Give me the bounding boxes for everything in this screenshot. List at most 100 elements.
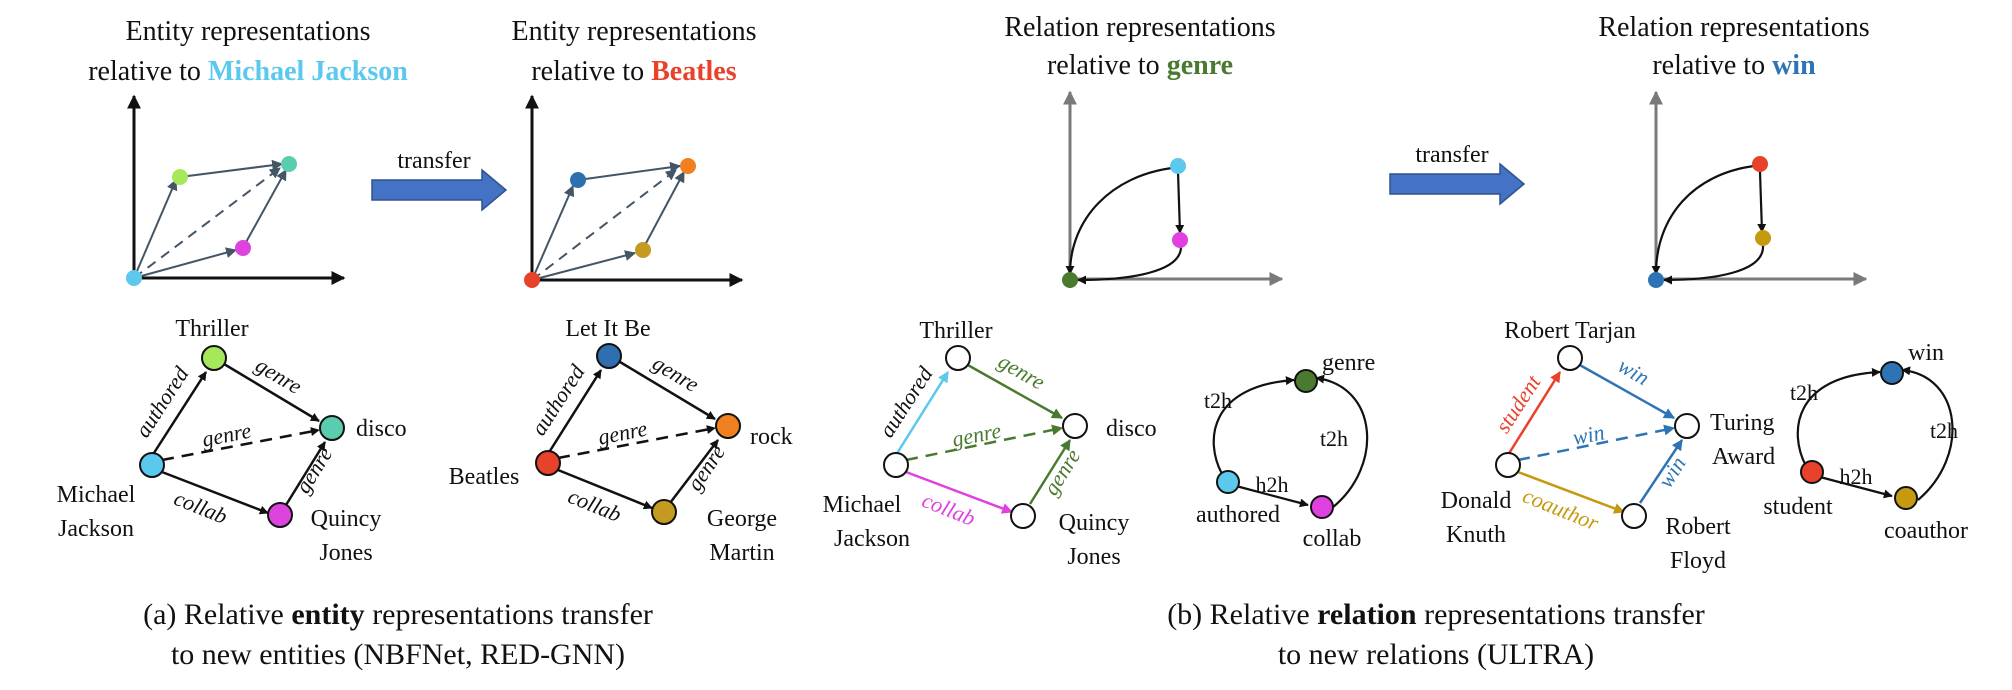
node-label-rock: rock xyxy=(750,424,793,450)
edge-label-genre-mid: genre xyxy=(950,418,1003,452)
point-genre xyxy=(1062,272,1078,288)
edge-genre-top xyxy=(965,362,1063,420)
vec-quincy-disco xyxy=(244,169,287,245)
point-coauthor xyxy=(1755,230,1771,246)
node-label-student: student xyxy=(1763,494,1833,520)
edge-label-t2h-left: t2h xyxy=(1204,388,1232,413)
panel-b-title1-line2: relative to genre xyxy=(1047,50,1233,81)
panel-a-caption-line1: (a) Relative entity representations tran… xyxy=(143,598,653,631)
node-label-qj-1: Quincy xyxy=(311,506,382,532)
edge-genre-right xyxy=(1028,439,1072,505)
node-collab xyxy=(1310,495,1334,519)
vec-origin-letitbe xyxy=(531,184,575,281)
node-label-mj-1: Michael xyxy=(57,482,136,508)
edge-collab xyxy=(557,468,653,510)
node-label-thriller: Thriller xyxy=(919,318,992,344)
node-label-letitbe: Let It Be xyxy=(565,316,650,342)
panel-b-plot1 xyxy=(1062,90,1284,288)
node-label-mj-2: Jackson xyxy=(58,516,134,542)
panel-b-relgraph2: win student coauthor t2h t2h h2h xyxy=(1763,340,1968,544)
node-label-rt: Robert Tarjan xyxy=(1504,318,1636,344)
panel-a-title2-line1: Entity representations xyxy=(512,16,757,47)
edge-win-right xyxy=(1638,439,1684,504)
vec-origin-thriller xyxy=(133,178,178,279)
vec-letitbe-rock xyxy=(577,161,682,181)
panel-b-transfer-arrow xyxy=(1389,162,1526,206)
node-beatles xyxy=(535,450,561,476)
panel-a-transfer-arrow xyxy=(371,168,508,212)
edge-label-genre-mid: genre xyxy=(200,418,253,452)
edge-label-genre-top: genre xyxy=(648,350,703,397)
panel-a-title1-highlight: Michael Jackson xyxy=(208,56,408,87)
node-george-martin xyxy=(651,499,677,525)
vec-origin-quincy xyxy=(133,247,238,279)
edge-genre-top xyxy=(619,360,716,421)
node-michael-jackson xyxy=(139,452,165,478)
edge-authored xyxy=(150,371,208,457)
edge-label-h2h: h2h xyxy=(1256,472,1289,497)
node-robert-tarjan xyxy=(1557,345,1583,371)
curve-authored-collab xyxy=(1175,171,1185,234)
node-label-mj-1: Michael xyxy=(823,492,902,518)
node-thriller xyxy=(201,345,227,371)
curve-coauthor-win xyxy=(1663,245,1765,285)
panel-a-title1-line1: Entity representations xyxy=(126,16,371,47)
node-label-qj-1: Quincy xyxy=(1059,510,1130,536)
edge-label-t2h-right: t2h xyxy=(1930,418,1958,443)
edge-label-t2h-left: t2h xyxy=(1790,380,1818,405)
panel-a-caption-line2: to new entities (NBFNet, RED-GNN) xyxy=(171,638,625,671)
edge-student xyxy=(1506,371,1562,456)
panel-b-title1-prefix: relative to xyxy=(1047,50,1167,81)
panel-a-title1-prefix: relative to xyxy=(88,56,208,87)
edge-t2h-right xyxy=(1901,366,1954,501)
edge-genre-mid xyxy=(905,424,1064,462)
node-label-disco: disco xyxy=(356,416,407,442)
point-beatles xyxy=(524,272,540,288)
panel-b-title2-line1: Relation representations xyxy=(1598,12,1869,43)
node-donald-knuth xyxy=(1495,452,1521,478)
edge-genre-right xyxy=(669,439,719,504)
node-coauthor xyxy=(1894,486,1918,510)
vec-martin-rock xyxy=(644,171,685,246)
node-label-mj-2: Jackson xyxy=(834,526,910,552)
node-label-ta-2: Award xyxy=(1712,444,1775,470)
edge-label-authored: authored xyxy=(130,361,194,441)
node-label-rf-1: Robert xyxy=(1665,514,1731,540)
edge-t2h-right xyxy=(1315,374,1369,509)
edge-h2h xyxy=(1235,484,1309,508)
point-letitbe xyxy=(570,172,586,188)
panel-b: Relation representations relative to gen… xyxy=(823,12,1968,671)
node-disco xyxy=(1062,413,1088,439)
panel-b-graph2: student win win win coauthor Robert Tarj… xyxy=(1441,318,1775,574)
edge-win-top xyxy=(1577,362,1675,420)
point-win xyxy=(1648,272,1664,288)
edge-t2h-left xyxy=(1212,376,1295,475)
edge-label-h2h: h2h xyxy=(1840,464,1873,489)
edge-label-win-right: win xyxy=(1653,452,1691,492)
node-label-disco: disco xyxy=(1106,416,1157,442)
caption-a-prefix: (a) Relative xyxy=(143,598,291,631)
edge-label-t2h-right: t2h xyxy=(1320,426,1348,451)
panel-b-title1-highlight: genre xyxy=(1167,50,1233,81)
node-label-gm-2: Martin xyxy=(709,540,774,566)
caption-b-bold: relation xyxy=(1317,598,1417,631)
node-label-collab: collab xyxy=(1303,526,1362,552)
caption-a-suffix: representations transfer xyxy=(365,598,653,631)
node-label-dk-2: Knuth xyxy=(1446,522,1506,548)
edge-label-coauthor: coauthor xyxy=(1519,483,1602,536)
edge-label-genre-top: genre xyxy=(251,352,306,399)
curve-student-win xyxy=(1651,164,1755,275)
edge-label-genre-right: genre xyxy=(682,440,730,495)
edge-genre-mid xyxy=(161,427,320,462)
caption-a-bold: entity xyxy=(291,598,364,631)
edge-collab xyxy=(161,470,269,515)
node-authored xyxy=(1216,470,1240,494)
edge-win-mid xyxy=(1517,424,1676,462)
node-label-qj-2: Jones xyxy=(1067,544,1120,570)
vec-thriller-disco xyxy=(179,159,284,178)
node-robert-floyd xyxy=(1621,503,1647,529)
edge-label-genre-top: genre xyxy=(994,348,1049,394)
panel-a-plot2 xyxy=(524,94,744,288)
edge-h2h xyxy=(1819,475,1893,499)
node-quincy-jones xyxy=(1010,503,1036,529)
